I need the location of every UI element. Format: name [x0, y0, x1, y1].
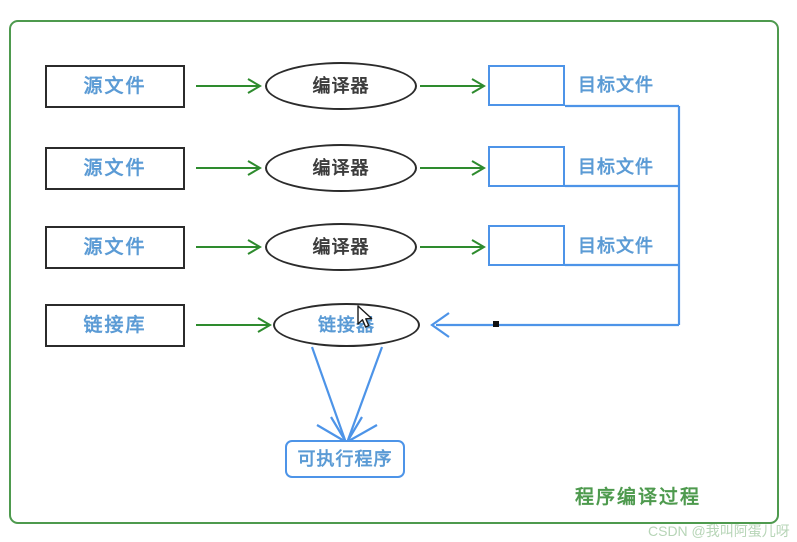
source-file-label-2: 源文件 — [83, 158, 147, 179]
source-file-box-1[interactable]: 源文件 — [45, 65, 185, 108]
object-file-box-1[interactable] — [488, 65, 565, 106]
object-file-box-3[interactable] — [488, 225, 565, 266]
link-library-label: 链接库 — [83, 315, 147, 336]
source-file-box-2[interactable]: 源文件 — [45, 147, 185, 190]
object-file-label-2: 目标文件 — [578, 157, 654, 177]
compiler-ellipse-2[interactable]: 编译器 — [265, 144, 417, 192]
object-file-label-1: 目标文件 — [578, 75, 654, 95]
object-file-box-2[interactable] — [488, 146, 565, 187]
link-library-box[interactable]: 链接库 — [45, 304, 185, 347]
watermark-text: CSDN @我叫阿蛋儿呀 — [648, 523, 790, 539]
diagram-caption: 程序编译过程 — [575, 487, 702, 508]
mouse-pointer-icon — [357, 305, 373, 328]
source-file-label-3: 源文件 — [83, 237, 147, 258]
source-file-box-3[interactable]: 源文件 — [45, 226, 185, 269]
object-file-label-3: 目标文件 — [578, 236, 654, 256]
diagram-frame — [9, 20, 779, 524]
compiler-ellipse-3[interactable]: 编译器 — [265, 223, 417, 271]
compiler-label-2: 编译器 — [312, 158, 370, 178]
compiler-label-3: 编译器 — [312, 237, 370, 257]
linker-ellipse[interactable]: 链接器 — [273, 303, 420, 347]
executable-program-label: 可执行程序 — [297, 449, 393, 469]
source-file-label-1: 源文件 — [83, 76, 147, 97]
executable-program-box[interactable]: 可执行程序 — [285, 440, 405, 478]
compiler-label-1: 编译器 — [312, 76, 370, 96]
compiler-ellipse-1[interactable]: 编译器 — [265, 62, 417, 110]
